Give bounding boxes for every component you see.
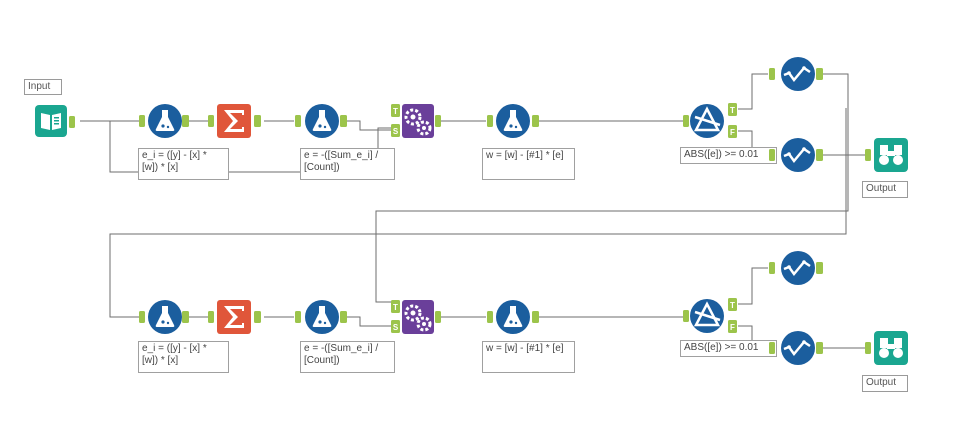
filter-annotation: ABS([e]) >= 0.01 [680, 340, 777, 357]
output-tool-2[interactable] [864, 330, 912, 366]
filter-tool-1[interactable]: T F [682, 100, 742, 142]
check-tool-1[interactable] [768, 55, 824, 93]
filter-anchor-true: T [730, 301, 735, 310]
gears-macro-icon: T S [391, 300, 441, 334]
formula-tool-3[interactable] [486, 102, 540, 140]
flask-formula-icon [487, 104, 539, 138]
triangle-filter-icon: T F [683, 298, 737, 333]
checkmark-wave-icon [769, 331, 823, 365]
formula-tool-1[interactable] [138, 102, 190, 140]
sigma-summarize-icon [208, 104, 261, 138]
formula-annotation: e_i = ([y] - [x] * [w]) * [x] [138, 148, 229, 180]
filter-anchor-false: F [730, 323, 735, 332]
binoculars-browse-icon [865, 138, 908, 172]
macro-anchor-s: S [393, 127, 399, 136]
wire [109, 108, 847, 318]
filter-annotation: ABS([e]) >= 0.01 [680, 147, 777, 164]
output-label: Output [862, 375, 908, 392]
input-label: Input [24, 79, 62, 95]
wire [346, 316, 392, 327]
summarize-tool-1[interactable] [207, 102, 267, 140]
macro-tool-1[interactable]: T S [390, 102, 442, 140]
sigma-summarize-icon [208, 300, 261, 334]
formula-tool-5[interactable] [294, 298, 348, 336]
flask-formula-icon [139, 104, 189, 138]
wire [738, 73, 768, 110]
checkmark-wave-icon [769, 57, 823, 91]
flask-formula-icon [139, 300, 189, 334]
summarize-tool-2[interactable] [207, 298, 267, 336]
macro-anchor-t: T [393, 303, 398, 312]
formula-tool-6[interactable] [486, 298, 540, 336]
binoculars-browse-icon [865, 331, 908, 365]
check-tool-2[interactable] [768, 136, 824, 174]
formula-tool-4[interactable] [138, 298, 190, 336]
filter-anchor-true: T [730, 106, 735, 115]
wire [738, 267, 768, 305]
book-input-icon [35, 105, 75, 137]
input-tool[interactable] [34, 104, 82, 138]
formula-annotation: e = -([Sum_e_i] / [Count]) [300, 148, 395, 180]
formula-annotation: w = [w] - [#1] * [e] [482, 148, 575, 180]
formula-annotation: e_i = ([y] - [x] * [w]) * [x] [138, 341, 229, 373]
formula-annotation: w = [w] - [#1] * [e] [482, 341, 575, 373]
filter-anchor-false: F [730, 128, 735, 137]
output-tool-1[interactable] [864, 137, 912, 173]
wire [346, 120, 392, 131]
checkmark-wave-icon [769, 138, 823, 172]
triangle-filter-icon: T F [683, 103, 737, 138]
formula-annotation: e = -([Sum_e_i] / [Count]) [300, 341, 395, 373]
wire [375, 73, 849, 303]
macro-tool-2[interactable]: T S [390, 298, 442, 336]
flask-formula-icon [295, 300, 347, 334]
gears-macro-icon: T S [391, 104, 441, 138]
macro-anchor-s: S [393, 323, 399, 332]
formula-tool-2[interactable] [294, 102, 348, 140]
output-label: Output [862, 181, 908, 198]
checkmark-wave-icon [769, 251, 823, 285]
macro-anchor-t: T [393, 107, 398, 116]
flask-formula-icon [487, 300, 539, 334]
check-tool-4[interactable] [768, 329, 824, 367]
filter-tool-2[interactable]: T F [682, 295, 742, 337]
flask-formula-icon [295, 104, 347, 138]
check-tool-3[interactable] [768, 249, 824, 287]
